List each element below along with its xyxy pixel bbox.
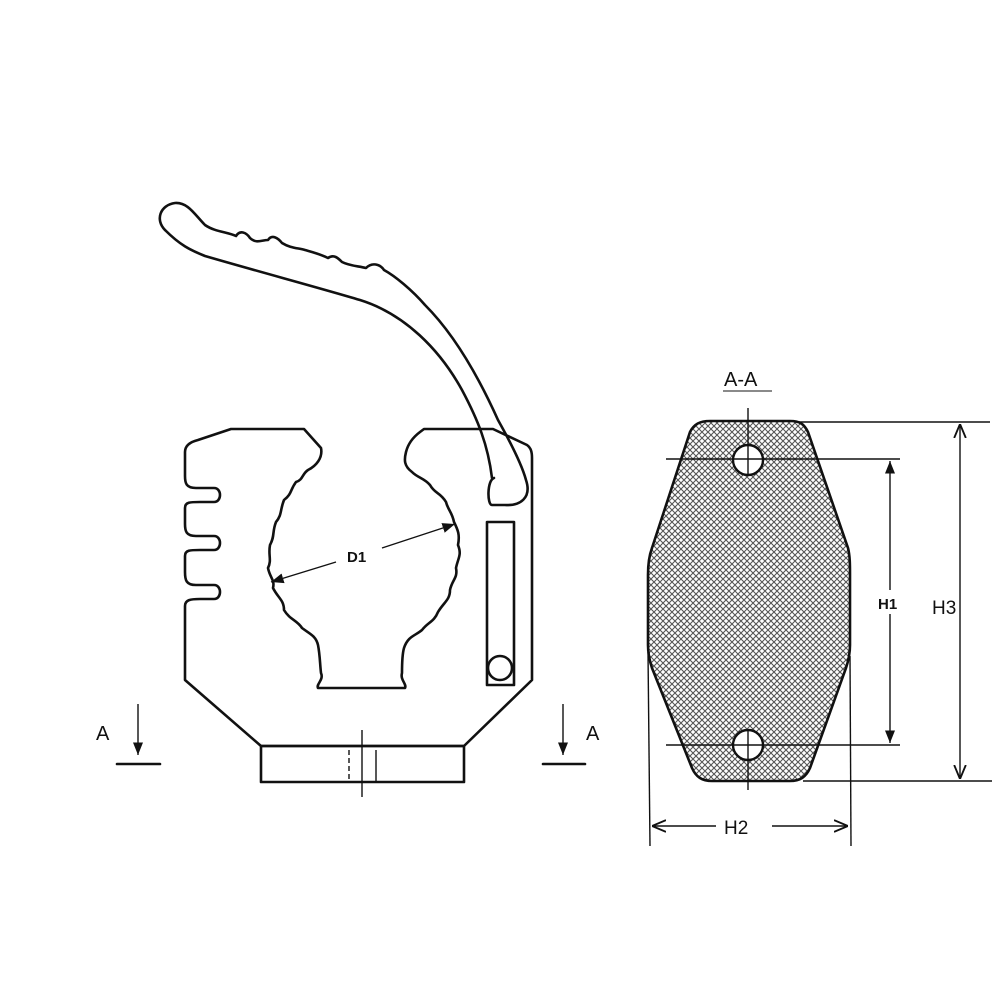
strap-handle: [158, 201, 529, 507]
section-marker-left: A: [96, 704, 162, 766]
dimension-h3: H3: [797, 421, 992, 782]
section-marker-right: A: [541, 704, 600, 766]
section-title: A-A: [724, 369, 758, 391]
h1-label: H1: [878, 596, 897, 613]
diameter-label: D1: [347, 549, 366, 566]
section-profile: [646, 419, 852, 783]
dimension-h1: H1: [876, 461, 906, 743]
strap-slot: [485, 520, 516, 687]
svg-text:A: A: [586, 723, 600, 745]
diameter-dimension: D1: [270, 523, 456, 584]
h3-label: H3: [932, 598, 956, 619]
section-view: A-A: [646, 369, 900, 790]
h2-label: H2: [724, 818, 748, 839]
dimension-h2: H2: [647, 651, 852, 847]
clip-body: [183, 427, 534, 797]
svg-text:A: A: [96, 723, 110, 745]
